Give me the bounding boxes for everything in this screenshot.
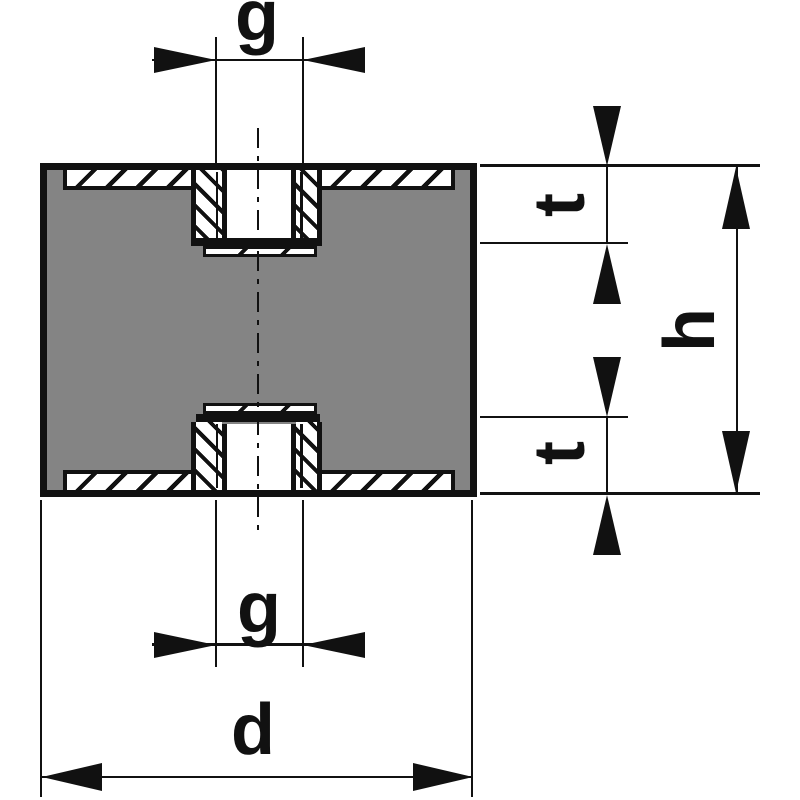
bottom-plate-left-section <box>63 470 191 490</box>
t-top-arrowhead-upper <box>593 106 621 166</box>
g-bottom-arrowhead-right <box>303 631 365 658</box>
top-thread-major-line-left <box>215 172 218 240</box>
d-extension-line-right <box>470 500 473 797</box>
t-bottom-label: t <box>520 441 600 465</box>
body-bottom-extension-line <box>480 492 760 495</box>
bottom-plate-right-section <box>322 470 455 490</box>
g-top-label: g <box>235 0 279 56</box>
t-top-arrowhead-lower <box>593 244 621 304</box>
t-bottom-dimension-line <box>605 417 609 495</box>
g-bottom-dimension-line <box>152 643 365 646</box>
t-bottom-arrowhead-upper <box>593 357 621 417</box>
t-top-lower-extension-line <box>480 241 628 245</box>
d-dimension-line <box>42 775 473 779</box>
bottom-thread-major-line-right <box>300 424 303 488</box>
g-top-arrowhead-left <box>154 47 216 73</box>
g-top-arrowhead-right <box>303 47 365 73</box>
g-bottom-extension-line-left <box>214 500 217 667</box>
t-top-label: t <box>520 193 600 217</box>
t-bottom-arrowhead-lower <box>593 495 621 555</box>
top-thread-major-line-right <box>300 172 303 240</box>
h-dimension-line <box>735 167 739 493</box>
d-arrowhead-left <box>42 763 102 791</box>
h-arrowhead-bottom <box>722 431 750 493</box>
d-label: d <box>231 690 275 770</box>
g-top-dimension-line <box>152 58 365 62</box>
center-axis-line <box>256 128 260 532</box>
top-bushing-flange <box>203 246 317 257</box>
t-bottom-upper-extension-line <box>480 415 628 419</box>
g-top-extension-line-left <box>214 37 217 163</box>
bottom-thread-major-line-left <box>215 424 218 488</box>
g-top-extension-line-right <box>301 37 304 163</box>
d-arrowhead-right <box>413 763 473 791</box>
top-plate-right-section <box>322 170 455 190</box>
g-bottom-arrowhead-left <box>154 631 216 658</box>
g-bottom-label: g <box>237 568 281 648</box>
g-bottom-extension-line-right <box>301 500 304 667</box>
h-arrowhead-top <box>722 167 750 229</box>
bottom-bushing-flange <box>203 403 317 414</box>
t-top-dimension-line <box>605 166 609 244</box>
top-plate-left-section <box>63 170 191 190</box>
d-extension-line-left <box>39 500 42 797</box>
h-label: h <box>650 308 730 352</box>
